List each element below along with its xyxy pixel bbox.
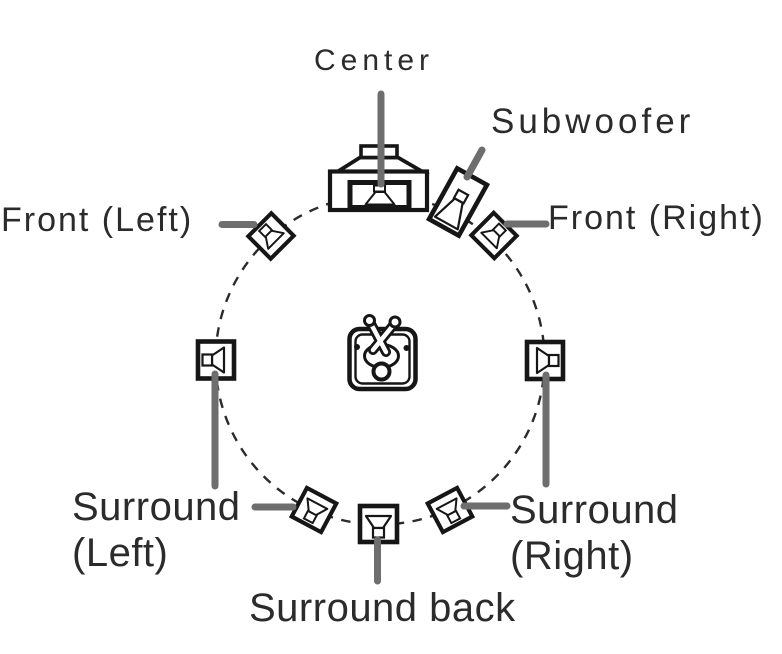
- surround-back-label: Surround back: [249, 586, 516, 630]
- surround-back-speaker-icon: [360, 506, 397, 542]
- surround-left-label-line1: Surround: [72, 485, 241, 529]
- surround-right-label-line2: (Right): [510, 534, 634, 578]
- front-right-speaker-icon: [471, 213, 516, 258]
- front-right-label: Front (Right): [548, 199, 765, 237]
- surround-left-label: Surround (Left): [72, 484, 241, 576]
- subwoofer-icon: [425, 165, 491, 239]
- subwoofer-leader-line: [463, 146, 486, 181]
- subwoofer-label: Subwoofer: [491, 102, 695, 141]
- center-label: Center: [314, 44, 435, 77]
- surround-left-label-line2: (Left): [72, 531, 169, 575]
- front-left-label: Front (Left): [1, 201, 194, 239]
- surround-right-rear-speaker-icon: [428, 488, 473, 532]
- surround-right-label-line1: Surround: [510, 488, 679, 532]
- listener-head: [371, 361, 392, 382]
- listener-legs: [363, 314, 402, 357]
- surround-left-rear-speaker-icon: [292, 488, 337, 532]
- surround-right-label: Surround (Right): [510, 487, 679, 579]
- listening-position-icon: [347, 314, 418, 392]
